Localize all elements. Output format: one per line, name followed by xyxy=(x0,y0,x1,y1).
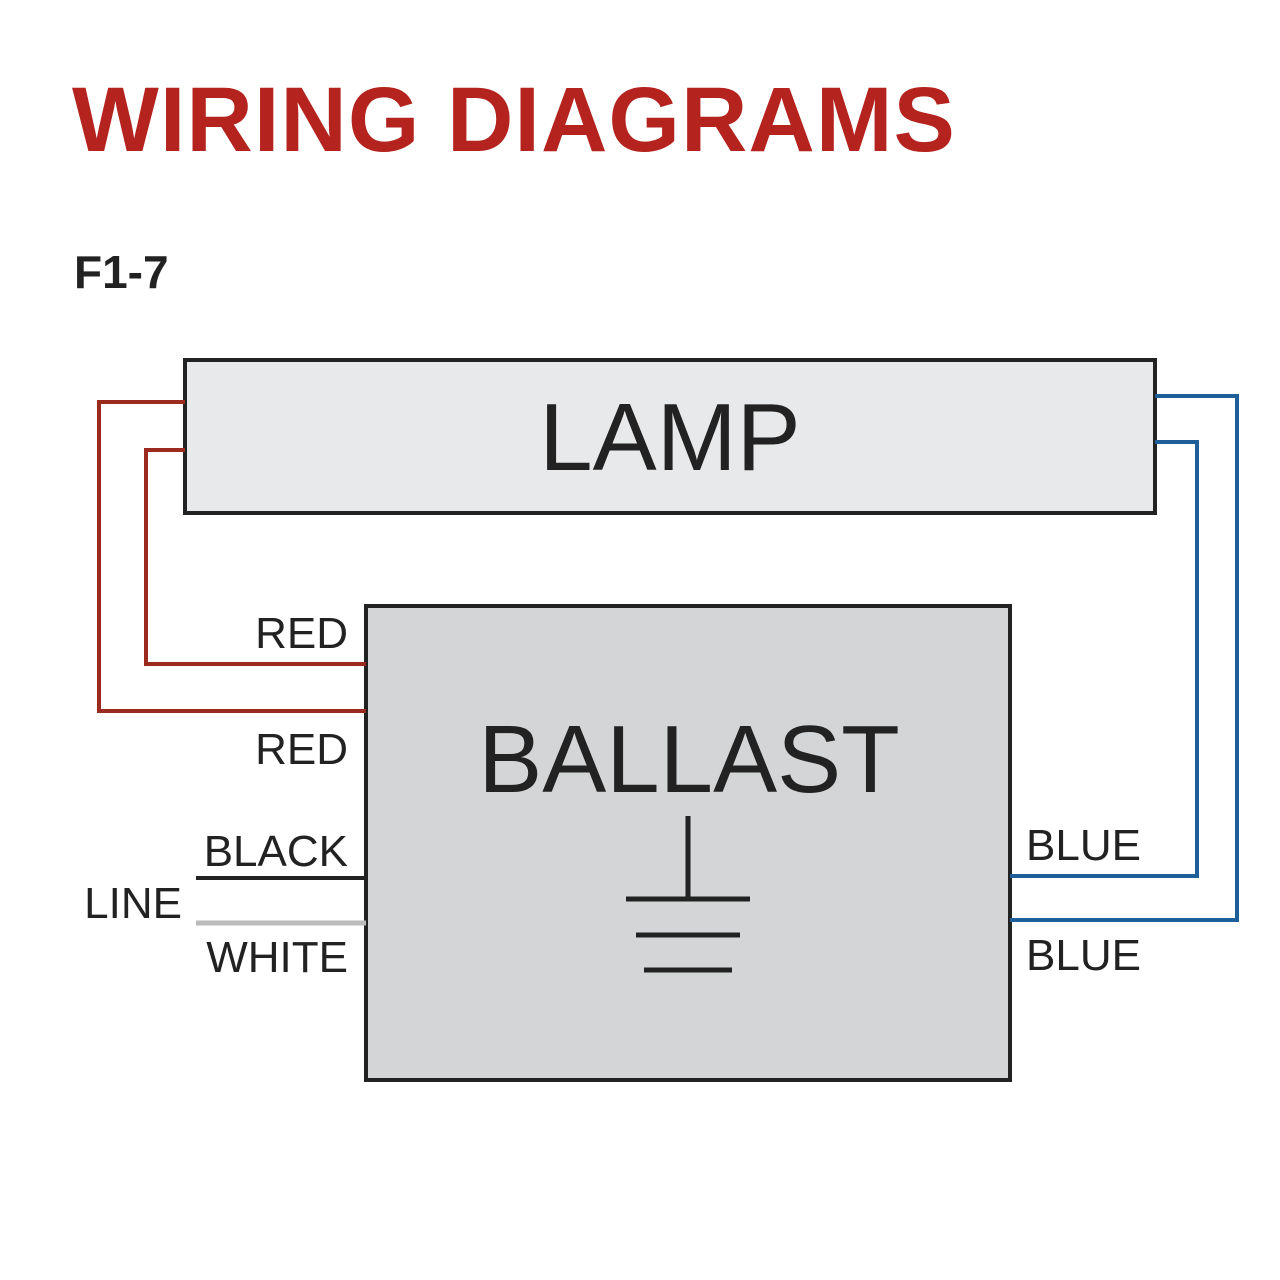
blue-wire-label-2: BLUE xyxy=(1026,931,1141,980)
blue-wire-label-1: BLUE xyxy=(1026,821,1141,870)
line-label: LINE xyxy=(84,879,182,928)
ground-icon xyxy=(626,816,750,973)
black-wire-label: BLACK xyxy=(204,827,348,876)
ballast-label: BALLAST xyxy=(478,706,900,813)
white-wire-label: WHITE xyxy=(206,933,348,982)
red-wire-inner xyxy=(144,448,366,666)
red-wire-outer xyxy=(97,400,366,713)
red-wire-label-2: RED xyxy=(255,725,348,774)
blue-wire-inner xyxy=(1010,440,1199,878)
lamp-label: LAMP xyxy=(539,384,800,491)
lamp-box xyxy=(183,358,1157,515)
page-title: WIRING DIAGRAMS xyxy=(72,69,956,171)
red-wire-label-1: RED xyxy=(255,609,348,658)
blue-wire-outer xyxy=(1010,394,1239,922)
diagram-id: F1-7 xyxy=(74,246,169,298)
